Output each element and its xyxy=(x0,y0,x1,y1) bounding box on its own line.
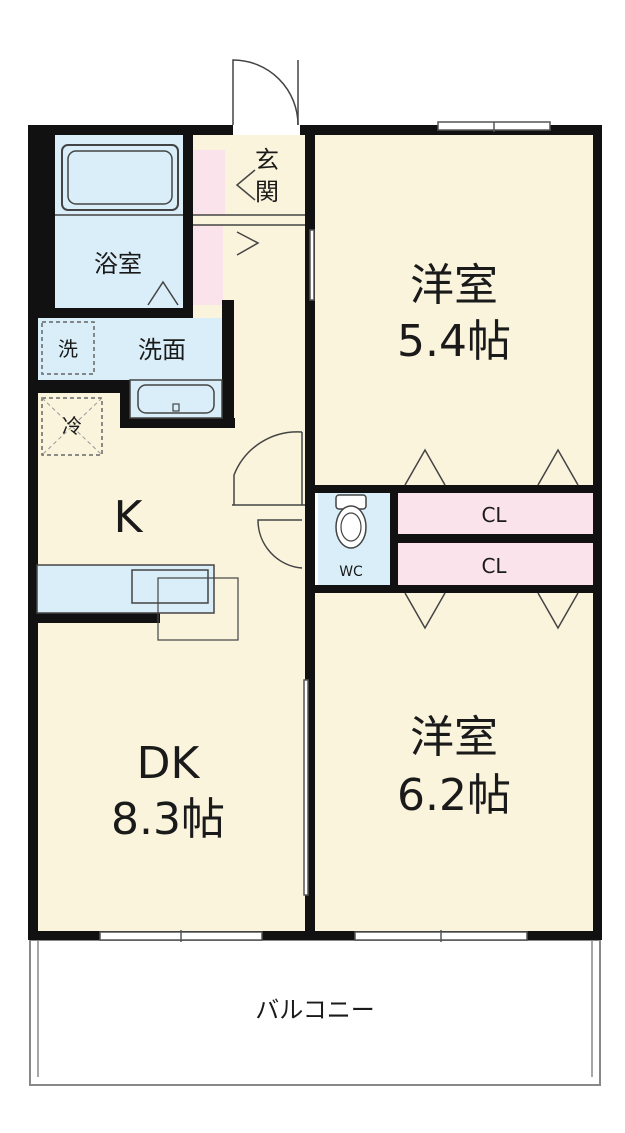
entrance-label-1: 玄 xyxy=(255,146,279,174)
wall-rooms-divider-top xyxy=(305,485,602,493)
western-room-2-floor xyxy=(315,593,593,931)
entrance-label-2: 関 xyxy=(255,178,279,206)
western-room-2-size: 6.2帖 xyxy=(397,770,511,821)
closet-1-door-b xyxy=(537,448,579,486)
dk-size: 8.3帖 xyxy=(111,794,225,845)
closet-2-label: CL xyxy=(481,554,507,578)
sliding-door-room1 xyxy=(309,229,315,301)
washing-machine-label: 洗 xyxy=(58,337,78,361)
wall-right xyxy=(593,125,602,940)
refrigerator-space xyxy=(41,397,103,456)
balcony-label: バルコニー xyxy=(255,996,375,1024)
toilet-seat-inner xyxy=(340,512,362,542)
washroom-fixtures xyxy=(41,321,223,419)
refrigerator-label: 冷 xyxy=(62,414,82,438)
wall-vanity-bottom xyxy=(120,418,235,428)
wall-center-vertical xyxy=(305,125,315,940)
wall-bath-bottom xyxy=(28,308,188,318)
vanity-unit xyxy=(129,379,223,419)
closet-1-door-a xyxy=(404,448,446,486)
wall-wash-right xyxy=(222,300,234,428)
vanity-drain xyxy=(172,403,180,412)
hall-door-swing xyxy=(233,431,303,505)
toilet-door-swing xyxy=(257,519,303,569)
counter-extension xyxy=(157,577,239,641)
sliding-door-dk xyxy=(303,679,309,896)
wall-bath-right xyxy=(183,135,193,318)
washroom-label: 洗面 xyxy=(138,336,186,364)
vanity-sink xyxy=(137,384,215,414)
kitchen-counter xyxy=(36,564,215,614)
bathtub xyxy=(61,144,179,211)
wall-top-left xyxy=(28,125,233,135)
wall-closets-divider xyxy=(390,534,602,543)
toilet-bowl xyxy=(335,505,367,549)
toilet-fixture xyxy=(335,494,367,549)
shoe-cabinet-chevron xyxy=(236,231,260,256)
windows xyxy=(99,121,551,942)
wall-left-thick xyxy=(28,125,55,315)
room-fills xyxy=(29,135,601,1086)
wall-rooms-divider-bottom xyxy=(305,585,602,593)
shoe-cabinet-2 xyxy=(193,225,223,305)
dk-name: DK xyxy=(137,738,201,789)
bathtub-inner xyxy=(67,150,173,205)
wall-wash-bottom xyxy=(28,380,128,393)
labels: 洋室 5.4帖 洋室 6.2帖 DK 8.3帖 K 浴室 洗面 玄 関 WC C… xyxy=(58,146,511,1024)
western-room-1-floor xyxy=(315,135,593,485)
bathroom-fixtures xyxy=(55,144,183,306)
bathroom-label: 浴室 xyxy=(94,250,142,278)
closet-1-label: CL xyxy=(481,503,507,527)
shoe-cabinet-1 xyxy=(193,150,225,215)
western-room-1-size: 5.4帖 xyxy=(397,316,511,367)
entrance-door-swing xyxy=(232,59,299,126)
closet-2-door-b xyxy=(537,592,579,630)
balcony-rails xyxy=(37,940,593,1077)
entrance-chevron xyxy=(235,169,256,201)
kitchen-label: K xyxy=(114,492,144,543)
wall-kitchen-counter-back xyxy=(37,613,160,623)
toilet-label: WC xyxy=(339,564,363,580)
washing-machine-space xyxy=(41,321,95,375)
balcony-floor xyxy=(29,939,601,1086)
wall-toilet-right xyxy=(390,485,398,593)
washroom-floor xyxy=(37,318,222,380)
kitchen-sink xyxy=(131,569,209,604)
wall-vanity-left xyxy=(120,380,130,425)
wall-left xyxy=(28,125,38,940)
western-room-1-name: 洋室 xyxy=(410,260,498,311)
closet-2-floor xyxy=(398,543,593,585)
doors xyxy=(193,59,579,630)
bathroom-door-marker xyxy=(147,280,179,306)
closet-1-floor xyxy=(398,492,593,534)
western-room-2-name: 洋室 xyxy=(410,712,498,763)
kitchen-fixtures xyxy=(36,397,239,641)
closet-2-door-a xyxy=(404,592,446,630)
